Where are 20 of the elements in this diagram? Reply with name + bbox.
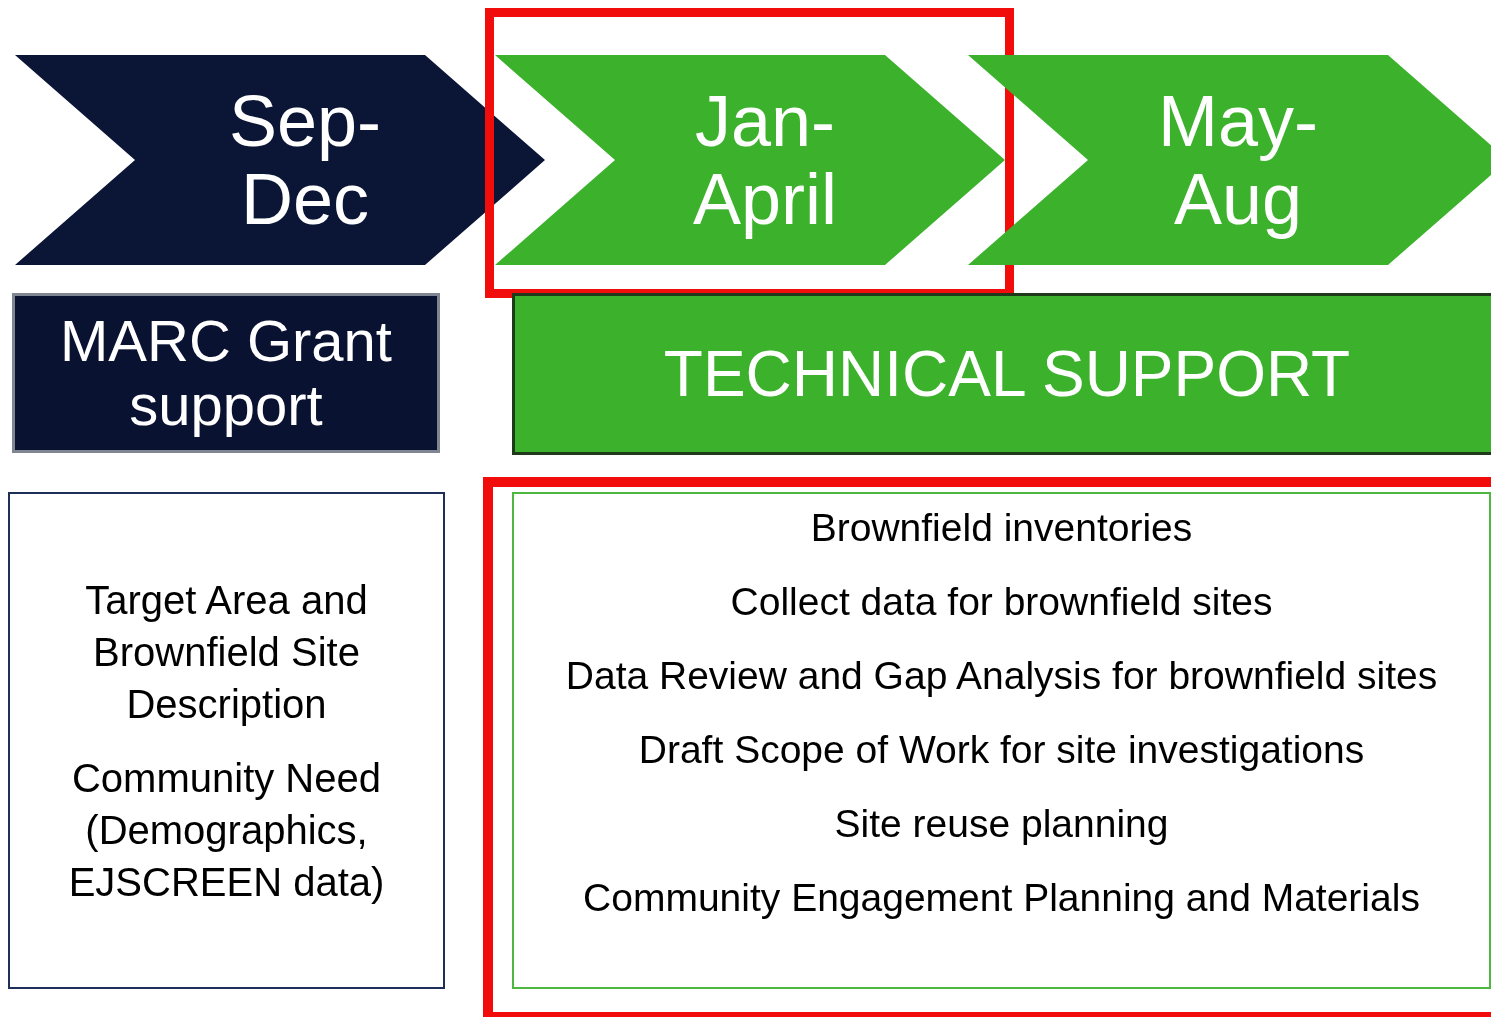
list-item: Community Engagement Planning and Materials [583, 875, 1420, 921]
text-box [8, 492, 445, 989]
highlight-frame [485, 8, 1014, 298]
list-heading: Brownfield inventories [810, 505, 1193, 551]
list-item: Site reuse planning [834, 801, 1169, 847]
list-item: Draft Scope of Work for site investigations [638, 727, 1365, 773]
timeline-phase [15, 55, 545, 265]
list-item: Target Area and Brownfield Site Description [84, 576, 369, 728]
list-item: Collect data for brownfield sites [730, 579, 1273, 625]
period-label: May- Aug [1157, 82, 1319, 238]
banner-title: MARC Grant support [59, 309, 393, 437]
period-label: Sep- Dec [227, 82, 383, 238]
list-item: Data Review and Gap Analysis for brownfield sites [565, 653, 1438, 699]
banner [512, 293, 1491, 455]
timeline-phase [495, 55, 1005, 265]
list-item: Community Need (Demographics, EJSCREEN data) [67, 754, 386, 906]
period-label: Jan- April [691, 82, 838, 238]
banner-title: TECHNICAL SUPPORT [663, 339, 1351, 409]
timeline-phase [968, 55, 1491, 265]
banner [12, 293, 440, 453]
